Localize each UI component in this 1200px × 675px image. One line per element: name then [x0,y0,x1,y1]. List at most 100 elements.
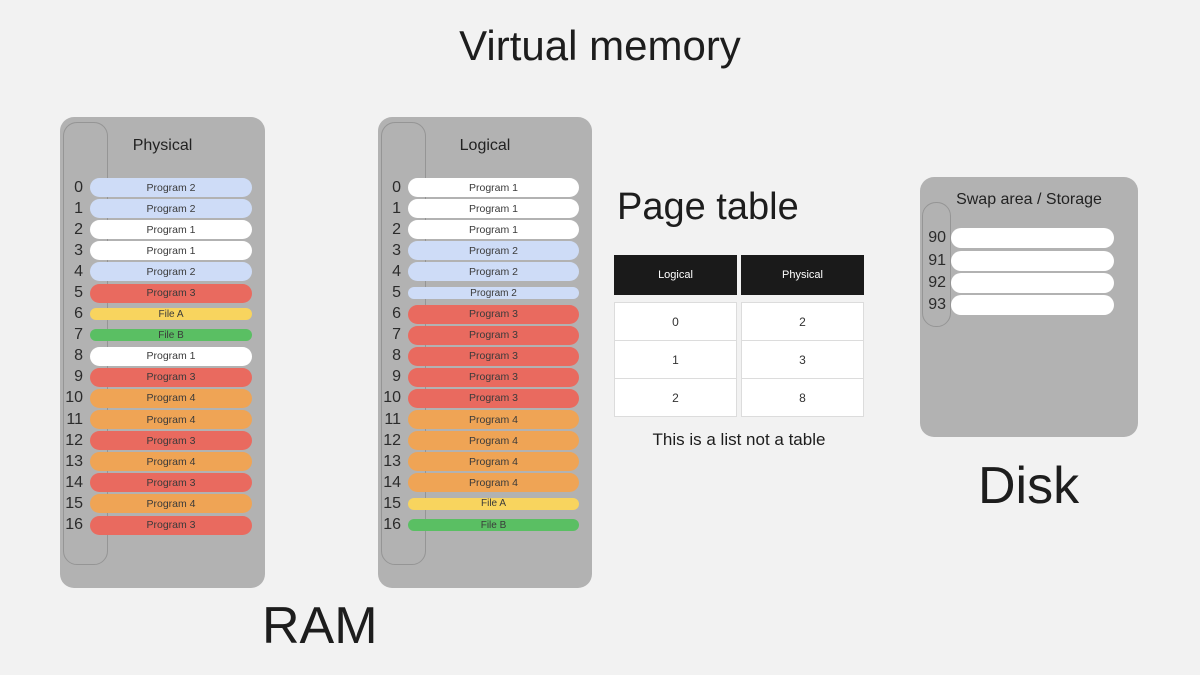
page-table-cell: 2 [614,378,737,417]
memory-row: 13 Program 4 [60,451,265,472]
frame-number: 5 [74,284,83,302]
memory-row: 11 Program 4 [60,409,265,430]
memory-block: Program 4 [90,410,252,430]
ram-label: RAM [262,597,378,655]
disk-slot-number: 92 [928,273,946,291]
memory-block: Program 1 [408,199,579,219]
frame-number: 10 [65,389,83,407]
frame-number: 4 [74,262,83,280]
frame-number: 9 [392,368,401,386]
memory-block: Program 2 [408,262,579,282]
memory-block: Program 3 [408,346,579,366]
page-table-cell: 0 [614,302,737,341]
disk-slot-row: 91 [920,249,1138,271]
page-table-header-cell: Physical [741,255,864,295]
disk-slot-number: 93 [928,296,946,314]
disk-label: Disk [978,457,1080,515]
disk-slot-row: 93 [920,294,1138,316]
frame-number: 11 [384,410,401,428]
memory-block: Program 4 [408,431,579,451]
diagram-title: Virtual memory [459,22,741,69]
frame-number: 6 [392,305,401,323]
frame-number: 2 [74,220,83,238]
memory-block: Program 1 [90,220,252,240]
memory-row: 9 Program 3 [378,367,592,388]
memory-row: 10 Program 3 [378,388,592,409]
frame-number: 14 [65,473,83,491]
disk-slot [951,295,1114,316]
frame-number: 8 [74,347,83,365]
disk-slot [951,228,1114,249]
frame-number: 4 [392,262,401,280]
memory-block: Program 3 [408,304,579,324]
frame-number: 9 [74,368,83,386]
memory-block: Program 4 [90,494,252,514]
disk-slot-number: 90 [928,229,946,247]
logical-panel-header: Logical [459,137,511,154]
frame-number: 15 [65,494,83,512]
frame-number: 15 [383,494,401,512]
frame-number: 1 [74,199,83,217]
memory-row: 14 Program 3 [60,472,265,493]
memory-block: Program 3 [90,473,252,493]
frame-number: 3 [74,241,83,259]
disk-slot-row: 92 [920,272,1138,294]
frame-number: 7 [392,326,401,344]
page-table-header-cell: Logical [614,255,737,295]
frame-number: 3 [392,241,401,259]
memory-row: 6 Program 3 [378,304,592,325]
page-table-cell: 1 [614,340,737,379]
frame-number: 13 [65,452,83,470]
memory-block: File B [408,519,579,532]
frame-number: 14 [383,473,401,491]
page-table-caption: This is a list not a table [652,430,826,449]
frame-number: 7 [74,326,83,344]
memory-block: Program 3 [408,388,579,408]
memory-block: Program 2 [90,262,252,282]
memory-row: 16 File B [378,515,592,536]
memory-block: Program 1 [408,220,579,240]
page-table-cell: 3 [741,340,864,379]
memory-block: File A [408,497,579,510]
memory-block: Program 3 [90,283,252,303]
memory-block: Program 3 [90,367,252,387]
page-table-cell: 2 [741,302,864,341]
memory-block: Program 4 [408,452,579,472]
memory-block: Program 1 [90,241,252,261]
memory-row: 5 Program 3 [60,282,265,303]
frame-number: 16 [383,516,401,534]
frame-number: 5 [392,284,401,302]
memory-block: Program 4 [90,452,252,472]
disk-slot [951,250,1114,271]
frame-number: 12 [383,431,401,449]
page-table-cell: 8 [741,378,864,417]
disk-panel: Swap area / Storage 90 91 92 93 [920,177,1138,437]
memory-block: File A [90,308,252,321]
frame-number: 10 [383,389,401,407]
memory-block: Program 3 [408,367,579,387]
disk-slot-row: 90 [920,227,1138,249]
memory-row: 4 Program 2 [60,261,265,282]
memory-block: Program 2 [408,241,579,261]
memory-block: Program 2 [90,178,252,198]
disk-panel-header: Swap area / Storage [956,191,1102,208]
physical-panel-header: Physical [132,137,193,154]
frame-number: 11 [66,410,83,428]
